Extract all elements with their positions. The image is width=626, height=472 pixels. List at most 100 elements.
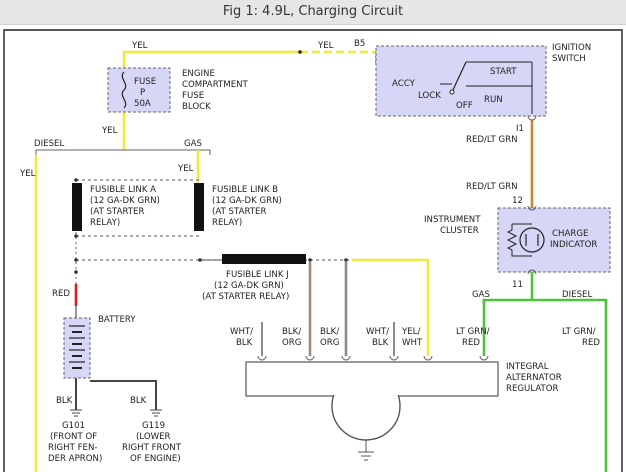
label-yel-top-right: YEL (317, 41, 334, 51)
label-fl-j-1: FUSIBLE LINK J (226, 270, 289, 280)
label-alt-w1b: BLK (236, 338, 253, 348)
label-gas-right: GAS (472, 290, 490, 300)
label-fuse-block-4: BLOCK (182, 102, 211, 112)
label-diesel-right: DIESEL (562, 290, 592, 300)
label-g101-2: (FRONT OF (50, 432, 97, 442)
wire-yel-top (122, 50, 300, 68)
label-alt-w7a: LT GRN/ (562, 327, 596, 337)
label-fuse-block-3: FUSE (182, 91, 204, 101)
cluster-resistor-icon (506, 223, 532, 257)
label-g101-1: G101 (62, 421, 85, 431)
label-red-lt-grn-top: RED/LT GRN (466, 135, 518, 145)
switch-label-lock: LOCK (418, 91, 441, 101)
label-fl-a-2: (12 GA-DK GRN) (90, 196, 160, 206)
label-alt-w5a: YEL/ (401, 327, 420, 337)
label-red-lt-grn-mid: RED/LT GRN (466, 182, 518, 192)
label-regulator-2: ALTERNATOR (506, 373, 562, 383)
label-blk-right: BLK (130, 396, 147, 406)
alternator-mask (247, 363, 497, 395)
label-g101-3: RIGHT FEN- (48, 443, 98, 453)
label-alt-w6b: RED (462, 338, 480, 348)
label-fuse-block-1: ENGINE (182, 69, 215, 79)
charge-indicator-lamp (519, 227, 545, 253)
label-yel-top-left: YEL (131, 41, 148, 51)
wire-split-bracket (35, 149, 211, 155)
label-fl-a-4: RELAY) (90, 218, 120, 228)
wire-yel-wht (352, 258, 430, 356)
fusible-link-b (194, 183, 204, 231)
label-g119-1: G119 (142, 421, 165, 431)
title-bar: Fig 1: 4.9L, Charging Circuit (0, 0, 626, 25)
splice-dots (74, 178, 348, 274)
label-blk-left: BLK (56, 396, 73, 406)
label-i1: I1 (516, 124, 524, 134)
instrument-cluster-box (497, 207, 611, 273)
label-fl-b-1: FUSIBLE LINK B (212, 185, 278, 195)
label-alt-w5b: WHT (402, 338, 423, 348)
switch-pivot (449, 89, 455, 95)
switch-label-off: OFF (456, 101, 473, 111)
charge-indicator-label-2: INDICATOR (550, 240, 597, 250)
ground-icon-g119 (150, 409, 162, 417)
connector-dot (298, 50, 302, 54)
label-alt-w2b: ORG (282, 338, 301, 348)
wire-green-split (482, 298, 608, 304)
label-fl-b-4: RELAY) (212, 218, 242, 228)
figure-title: Fig 1: 4.9L, Charging Circuit (222, 4, 404, 19)
label-fl-b-3: (AT STARTER (212, 207, 266, 217)
fusible-link-j (222, 254, 306, 264)
label-instrument-cluster-2: CLUSTER (440, 226, 479, 236)
label-g119-4: OF ENGINE) (130, 454, 181, 464)
label-fl-j-2: (12 GA-DK GRN) (214, 281, 284, 291)
fuse-label-3: 50A (134, 99, 151, 109)
label-battery: BATTERY (98, 315, 136, 325)
label-fuse-block-2: COMPARTMENT (182, 80, 249, 90)
switch-label-start: START (490, 67, 517, 77)
label-regulator-3: REGULATOR (506, 384, 559, 394)
alternator-ground-icon (358, 451, 374, 461)
fuse-label-2: P (140, 88, 145, 98)
label-red: RED (52, 289, 70, 299)
label-g101-4: DER APRON) (48, 454, 102, 464)
label-pin-11: 11 (512, 280, 523, 290)
ignition-switch-label-1: IGNITION (552, 43, 591, 53)
label-alt-w1a: WHT/ (230, 327, 253, 337)
label-diesel-left: DIESEL (34, 139, 64, 149)
label-fl-b-2: (12 GA-DK GRN) (212, 196, 282, 206)
fuse-icon (121, 71, 127, 109)
ground-icon-g101 (70, 409, 82, 417)
label-fl-a-3: (AT STARTER (90, 207, 144, 217)
fuse-label-1: FUSE (134, 77, 156, 87)
label-alt-w7b: RED (582, 338, 600, 348)
connector-ticks (257, 115, 537, 361)
label-gas-left: GAS (184, 139, 202, 149)
wire-blk-g119 (90, 380, 157, 410)
battery-cells (69, 325, 85, 369)
fuse-box (107, 67, 171, 113)
ignition-switch-label-2: SWITCH (552, 54, 586, 64)
label-yel-fl-b: YEL (177, 164, 194, 174)
label-g119-2: (LOWER (136, 432, 171, 442)
label-alt-w3b: ORG (320, 338, 339, 348)
switch-label-accy: ACCY (392, 79, 416, 89)
label-regulator-1: INTEGRAL (506, 362, 549, 372)
label-b5: B5 (354, 39, 365, 49)
label-alt-w2a: BLK/ (282, 327, 301, 337)
switch-label-run: RUN (484, 95, 503, 105)
label-fl-j-3: (AT STARTER RELAY) (202, 292, 289, 302)
label-instrument-cluster-1: INSTRUMENT (424, 215, 481, 225)
switch-blade (451, 61, 467, 93)
label-alt-w6a: LT GRN/ (456, 327, 490, 337)
label-g119-3: RIGHT FRONT (122, 443, 182, 453)
label-yel-far-left: YEL (19, 169, 36, 179)
label-alt-w4b: BLK (372, 338, 389, 348)
charge-indicator-label-1: CHARGE (552, 229, 588, 239)
fusible-link-a (72, 183, 82, 231)
lamp-filament (525, 234, 539, 246)
label-alt-w4a: WHT/ (366, 327, 389, 337)
label-pin-12: 12 (512, 196, 523, 206)
label-alt-w3a: BLK/ (320, 327, 339, 337)
ignition-switch-box (375, 45, 547, 117)
label-fl-a-1: FUSIBLE LINK A (90, 185, 156, 195)
